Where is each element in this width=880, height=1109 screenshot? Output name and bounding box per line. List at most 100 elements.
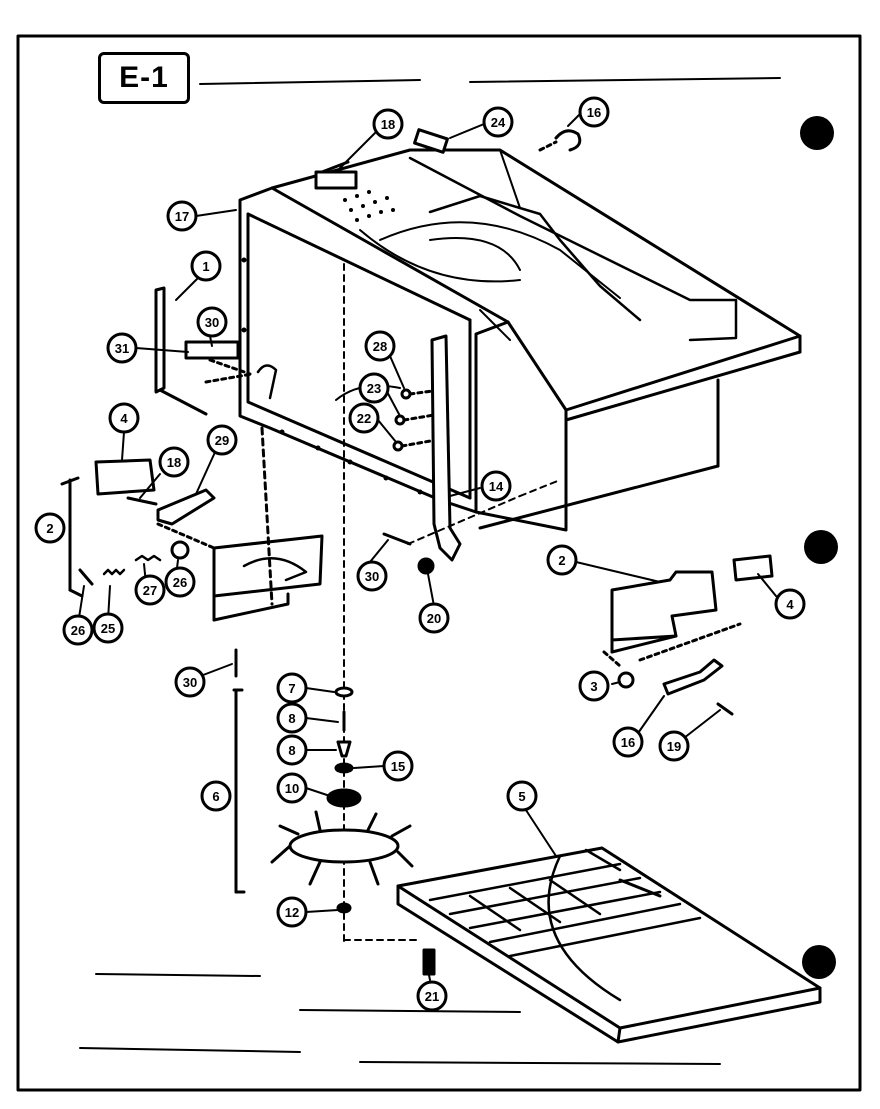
sheet-id: E-1 [119, 61, 169, 94]
part-29-pin [78, 568, 94, 586]
part-4-label [94, 458, 156, 496]
svg-text:2: 2 [558, 553, 565, 568]
svg-text:1: 1 [202, 259, 209, 274]
part-26-knob [170, 540, 190, 560]
svg-text:26: 26 [173, 575, 187, 590]
callout-4-left: 4 [108, 402, 140, 434]
part-1-strip [154, 286, 166, 394]
part-20-screw [417, 557, 435, 575]
left-parts [154, 286, 254, 416]
part-19-screw [716, 702, 734, 716]
part-12-clip [336, 902, 352, 914]
callout-16-right: 16 [612, 726, 644, 758]
callout-18-left: 18 [158, 446, 190, 478]
svg-text:28: 28 [373, 339, 387, 354]
punch-hole-bottom [802, 945, 836, 979]
callout-30-left: 30 [196, 306, 228, 338]
callout-15: 15 [382, 750, 414, 782]
svg-text:8: 8 [288, 743, 295, 758]
part-30-clip [382, 532, 412, 546]
callout-25: 25 [92, 612, 124, 644]
svg-text:4: 4 [120, 411, 128, 426]
base-pan-ribs [428, 862, 702, 958]
punch-hole-middle [804, 530, 838, 564]
fan-assembly [232, 263, 421, 945]
svg-text:27: 27 [143, 583, 157, 598]
callout-7: 7 [276, 672, 308, 704]
svg-text:21: 21 [425, 989, 439, 1004]
svg-text:8: 8 [288, 711, 295, 726]
svg-text:29: 29 [215, 433, 229, 448]
svg-text:17: 17 [175, 209, 189, 224]
callout-26-bottom: 26 [62, 614, 94, 646]
callout-3: 3 [578, 670, 610, 702]
part-16-lever [662, 658, 724, 696]
callout-19: 19 [658, 730, 690, 762]
left-control-assembly [60, 426, 324, 622]
part-18-switch [314, 170, 358, 190]
part-8-bushing [336, 740, 352, 758]
callouts: 18 24 16 17 1 30 31 28 23 22 14 4 18 29 … [34, 96, 806, 1012]
part-24-block [413, 128, 449, 154]
callout-17: 17 [166, 200, 198, 232]
part-3-nut [617, 671, 635, 689]
housing-cabinet [238, 148, 802, 532]
fan-blades [270, 810, 414, 886]
svg-text:25: 25 [101, 621, 115, 636]
svg-text:23: 23 [367, 381, 381, 396]
svg-text:16: 16 [621, 735, 635, 750]
svg-text:30: 30 [205, 315, 219, 330]
scan-noise [79, 77, 781, 1065]
right-control-assembly [382, 479, 774, 716]
part-2-bracket-right [610, 570, 718, 642]
callout-1: 1 [190, 250, 222, 282]
svg-text:22: 22 [357, 411, 371, 426]
svg-text:4: 4 [786, 597, 794, 612]
part-2-bracket-left [212, 534, 324, 598]
svg-text:31: 31 [115, 341, 129, 356]
svg-text:18: 18 [381, 117, 395, 132]
callout-18-top: 18 [372, 108, 404, 140]
callout-26: 26 [164, 566, 196, 598]
sheet-id-plate: E-1 [98, 52, 190, 104]
callout-24: 24 [482, 106, 514, 138]
punch-hole-top [800, 116, 834, 150]
callout-6: 6 [200, 780, 232, 812]
part-14-bracket [430, 334, 462, 562]
svg-text:30: 30 [183, 675, 197, 690]
svg-text:15: 15 [391, 759, 405, 774]
callout-23: 23 [358, 372, 390, 404]
svg-text:12: 12 [285, 905, 299, 920]
callout-22: 22 [348, 402, 380, 434]
part-27-spring [134, 554, 162, 562]
part-29-lever [156, 488, 216, 526]
part-4-label-right [732, 554, 774, 582]
callout-30-fan: 30 [174, 666, 206, 698]
part-25-spring [102, 568, 126, 576]
callout-27: 27 [134, 574, 166, 606]
callout-30-mid: 30 [356, 560, 388, 592]
part-15-nut [334, 762, 354, 774]
callout-5: 5 [506, 780, 538, 812]
svg-text:7: 7 [288, 681, 295, 696]
callout-2-left: 2 [34, 512, 66, 544]
callout-14: 14 [480, 470, 512, 502]
fan-blade-ring [288, 828, 400, 864]
svg-text:26: 26 [71, 623, 85, 638]
svg-text:6: 6 [212, 789, 219, 804]
svg-text:30: 30 [365, 569, 379, 584]
part-10-hub [326, 788, 362, 808]
callout-4-right: 4 [774, 588, 806, 620]
callout-12: 12 [276, 896, 308, 928]
base-pan [396, 846, 822, 1044]
drawing-frame [16, 34, 862, 1092]
callout-2-right: 2 [546, 544, 578, 576]
svg-text:19: 19 [667, 739, 681, 754]
callout-20: 20 [418, 602, 450, 634]
svg-text:14: 14 [489, 479, 504, 494]
vent-holes [343, 190, 395, 222]
callout-8-a: 8 [276, 702, 308, 734]
svg-text:20: 20 [427, 611, 441, 626]
